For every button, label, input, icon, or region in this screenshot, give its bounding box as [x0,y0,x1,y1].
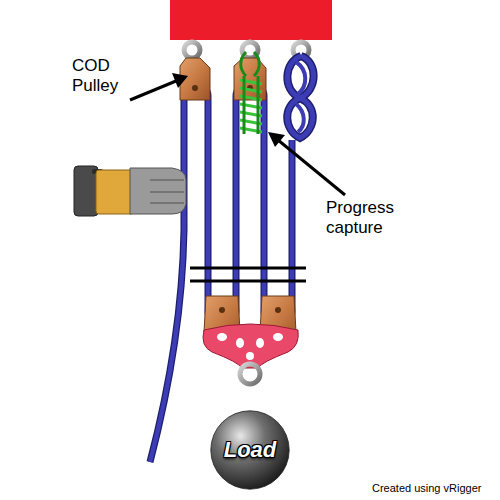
knot-outline [287,56,313,138]
knot-rope [287,56,313,138]
hand-glove [74,166,186,216]
credit-note: Created using vRigger [372,482,481,495]
glove-fist [130,168,186,214]
plate-hole [246,352,254,360]
arrowhead [172,73,188,88]
prusik-hitch [240,52,262,134]
pulley-axle [275,307,281,313]
break-line [190,280,306,283]
plate-body [203,324,298,368]
pulley-axle [219,307,225,313]
rope-outline [150,82,292,462]
glove-fingers [150,180,184,203]
rope [150,82,292,462]
pulley [234,58,266,100]
pulley-axle [192,85,198,91]
plate-hole [236,338,244,348]
prusik-strands [244,76,258,134]
plate-hole [273,333,283,341]
sphere-body [211,411,289,489]
anchor-beam [170,0,332,40]
glove-palm [96,170,134,214]
load-ring [240,364,260,384]
load-text: Load [224,437,277,463]
knot-rope [296,62,305,132]
prusik-loop [241,52,260,76]
callout-label: Progress capture [326,198,410,239]
leader-line [278,140,345,195]
leader-line [130,81,176,100]
figure-eight-knot [287,56,313,138]
rigging-plate [203,324,298,368]
arrowhead [268,132,285,147]
plate-hole [217,333,227,341]
plate-hole [256,338,264,348]
load-weight: Load [210,410,290,490]
leader-arrow [268,132,345,195]
break-line [190,267,306,270]
leader-arrow [130,73,188,100]
callout-label: COD Pulley [72,56,142,97]
pulley-plate [234,58,266,100]
anchor-ring [184,42,200,58]
